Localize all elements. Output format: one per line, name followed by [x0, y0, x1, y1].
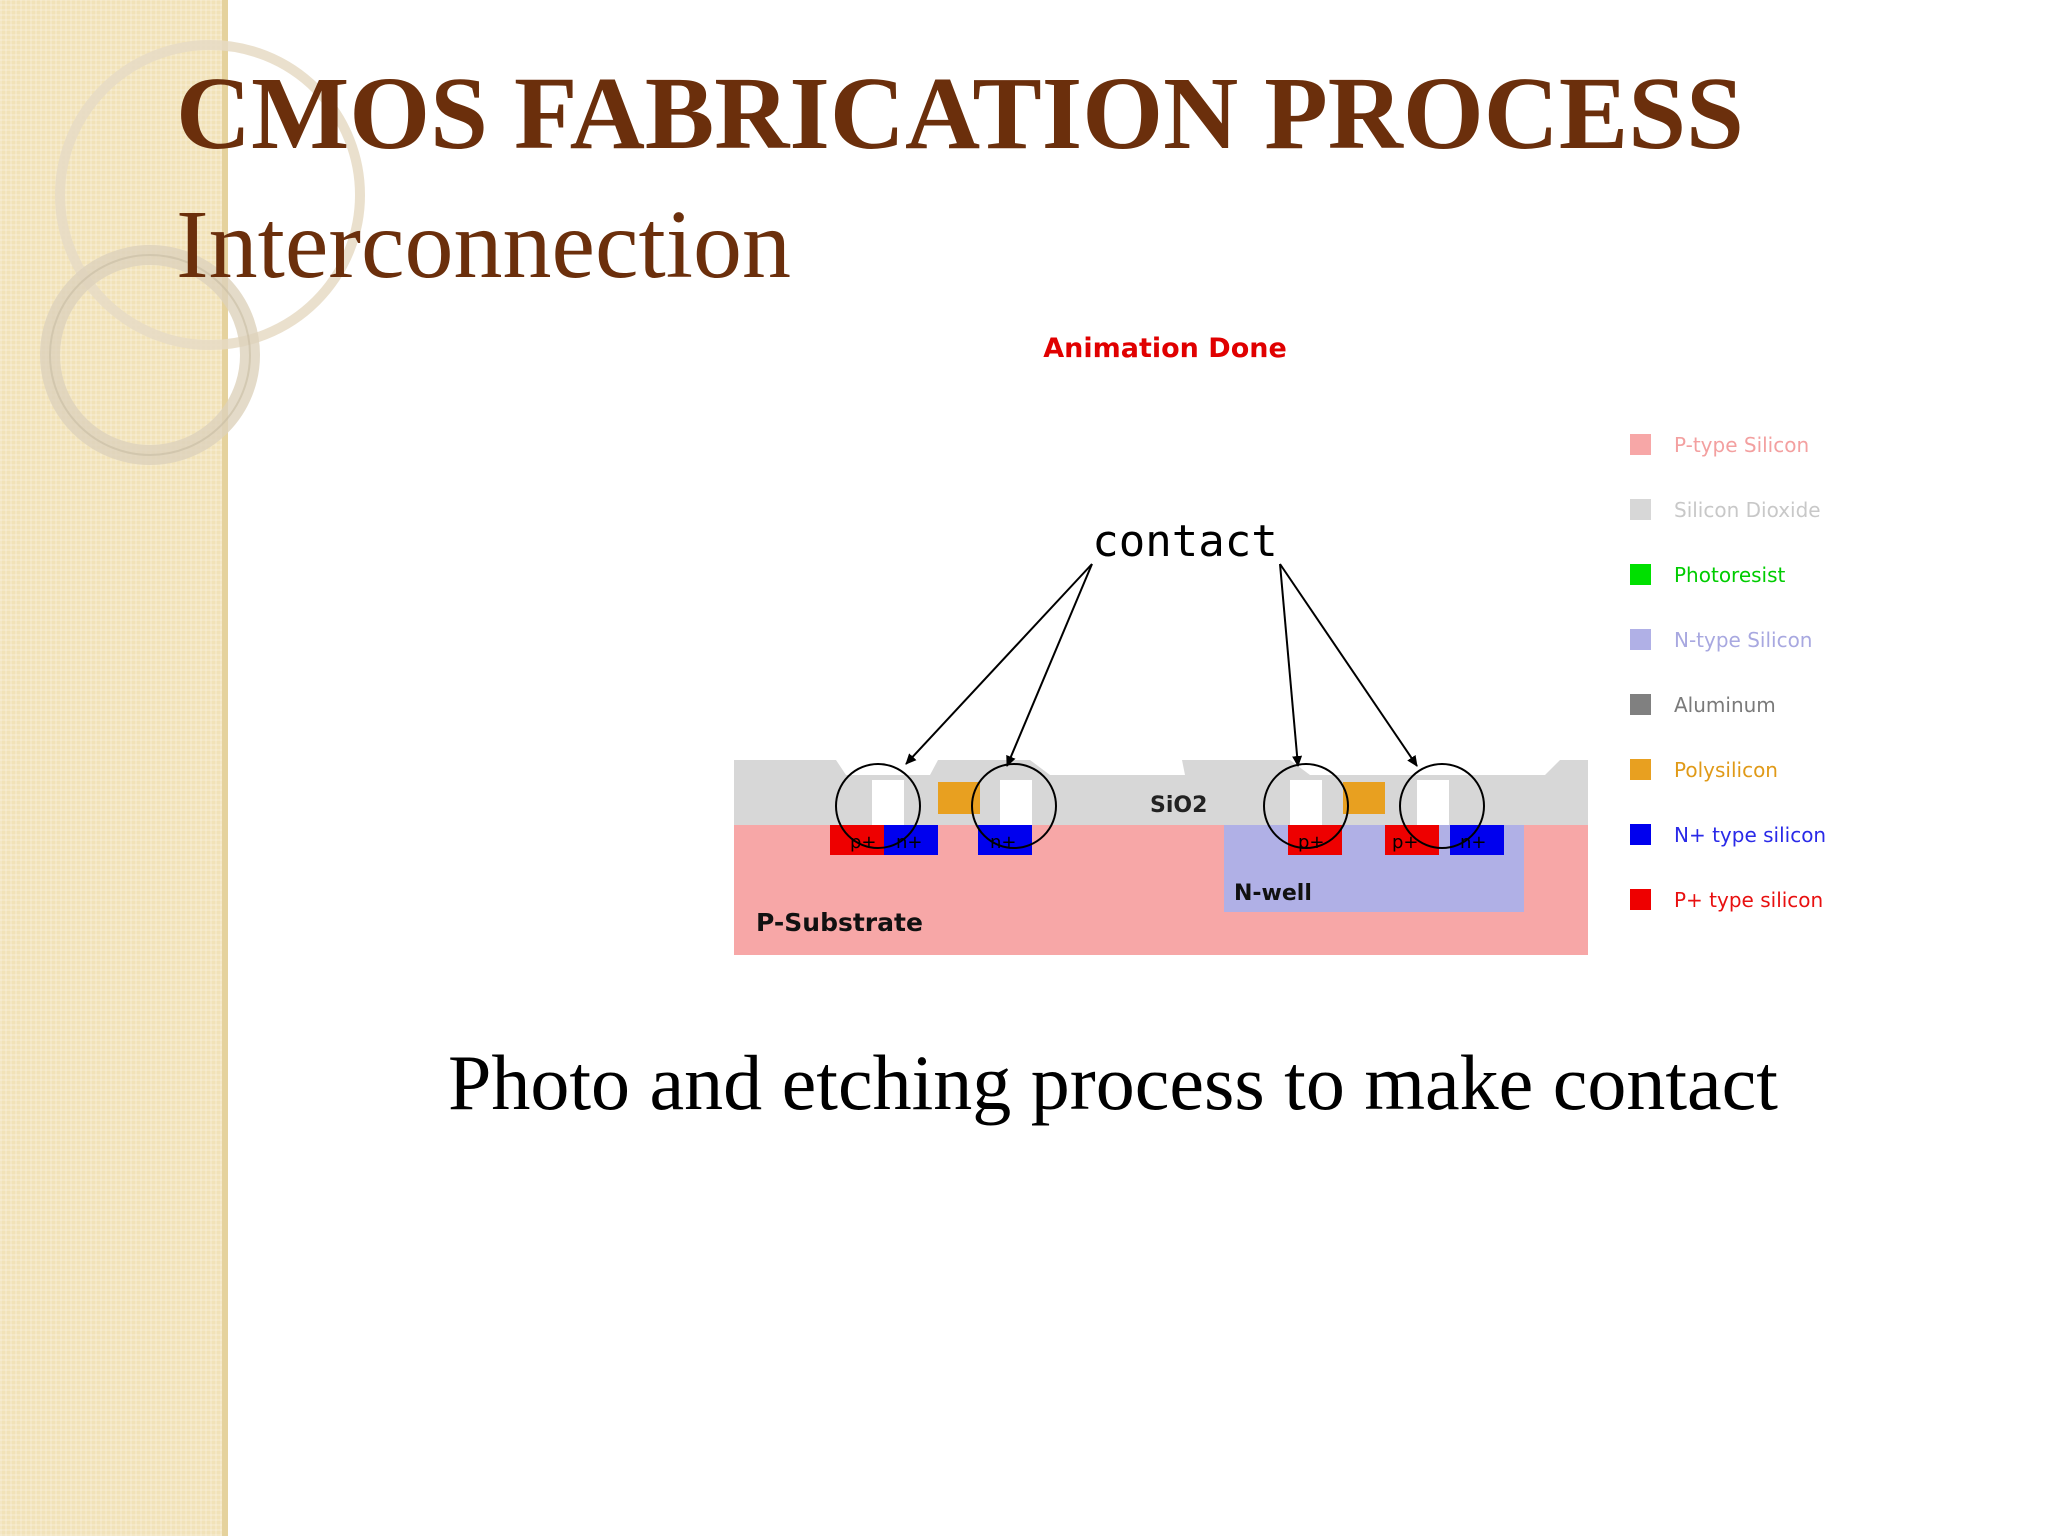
cmos-cross-section-diagram: Animation Done p+ n+ n+ p+ p+ n+ SiO2 N-…	[700, 320, 1860, 1000]
diffusion-label-p3: p+	[1392, 832, 1419, 853]
legend-swatch-aluminum	[1630, 694, 1651, 715]
p-plus-diffusion-1	[830, 825, 884, 855]
slide-title: CMOS FABRICATION PROCESS	[176, 56, 1744, 171]
slide-caption: Photo and etching process to make contac…	[448, 1039, 1778, 1126]
legend-label-silicon-dioxide: Silicon Dioxide	[1674, 498, 1821, 522]
contact-opening-4	[1417, 780, 1449, 825]
contact-arrow-2	[1006, 563, 1093, 767]
legend-swatch-p-plus-silicon	[1630, 889, 1651, 910]
contact-arrow-3	[1279, 563, 1303, 767]
cross-section-svg: Animation Done p+ n+ n+ p+ p+ n+ SiO2 N-…	[734, 333, 1826, 955]
animation-status: Animation Done	[1043, 333, 1287, 364]
label-p-substrate: P-Substrate	[756, 908, 923, 937]
side-decor-edge	[222, 0, 228, 1536]
legend-label-n-type-silicon: N-type Silicon	[1674, 628, 1813, 652]
legend: P-type Silicon Silicon Dioxide Photoresi…	[1630, 433, 1826, 912]
legend-swatch-polysilicon	[1630, 759, 1651, 780]
decor-ring-large	[55, 40, 365, 350]
legend-label-polysilicon: Polysilicon	[1674, 758, 1778, 782]
p-plus-diffusion-2	[1288, 825, 1342, 855]
slide-subtitle: Interconnection	[176, 191, 791, 299]
contact-label: contact	[1092, 516, 1277, 567]
legend-swatch-photoresist	[1630, 564, 1651, 585]
poly-gate-pmos	[1343, 782, 1385, 814]
diffusion-label-n3: n+	[1460, 832, 1487, 853]
contact-circle-3	[1263, 763, 1349, 849]
contact-opening-2	[1000, 780, 1032, 825]
contact-opening-3	[1290, 780, 1322, 825]
legend-swatch-p-type-silicon	[1630, 434, 1651, 455]
contact-circle-4	[1399, 763, 1485, 849]
diffusion-label-p1: p+	[850, 832, 877, 853]
n-plus-diffusion-2	[978, 825, 1032, 855]
legend-label-photoresist: Photoresist	[1674, 563, 1786, 587]
diffusion-label-n1: n+	[896, 832, 923, 853]
legend-swatch-n-type-silicon	[1630, 629, 1651, 650]
legend-label-p-plus-silicon: P+ type silicon	[1674, 888, 1823, 912]
decor-ring-small-inner	[49, 254, 251, 456]
contact-circle-1	[835, 763, 921, 849]
legend-swatch-n-plus-silicon	[1630, 824, 1651, 845]
p-plus-diffusion-3	[1385, 825, 1439, 855]
legend-label-aluminum: Aluminum	[1674, 693, 1776, 717]
legend-label-n-plus-silicon: N+ type silicon	[1674, 823, 1826, 847]
n-plus-diffusion-1	[884, 825, 938, 855]
legend-label-p-type-silicon: P-type Silicon	[1674, 433, 1809, 457]
decorative-rings	[40, 40, 365, 465]
diffusion-label-p2: p+	[1298, 832, 1325, 853]
label-sio2: SiO2	[1150, 793, 1207, 818]
legend-swatch-silicon-dioxide	[1630, 499, 1651, 520]
contact-opening-1	[872, 780, 904, 825]
contact-arrow-4	[1279, 563, 1418, 767]
label-n-well: N-well	[1234, 881, 1312, 906]
contact-arrow-1	[905, 563, 1093, 765]
